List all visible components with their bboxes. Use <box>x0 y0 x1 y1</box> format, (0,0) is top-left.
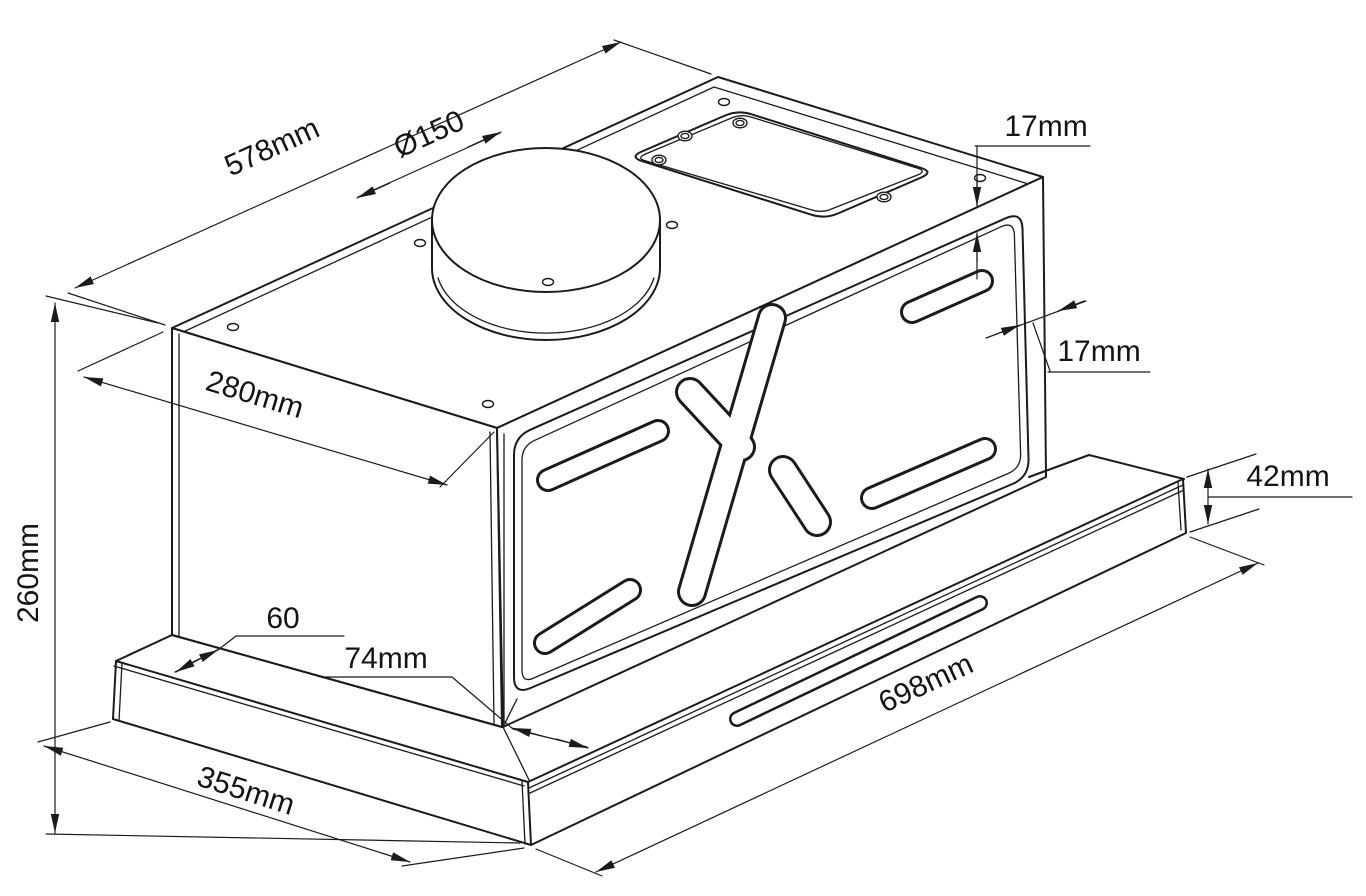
duct-collar <box>431 147 661 341</box>
dim-panel-side-inset: 17mm <box>985 300 1151 373</box>
access-panel <box>634 111 929 218</box>
dim-base-depth: 355mm <box>37 721 525 867</box>
dim-label-duct-diameter: Ø150 <box>389 104 469 164</box>
dim-label-body-width: 578mm <box>220 112 325 184</box>
dim-front-overhang: 74mm <box>319 642 589 749</box>
dim-label-panel-side-inset: 17mm <box>1057 335 1140 368</box>
vent-slots <box>533 269 997 655</box>
panel-screws <box>651 117 892 203</box>
dim-label-front-overhang: 74mm <box>344 642 427 675</box>
dim-label-side-overhang: 60 <box>266 602 299 635</box>
x-cutout <box>675 303 832 607</box>
dim-label-overall-height: 260mm <box>12 523 45 623</box>
dim-label-visor-height: 42mm <box>1246 460 1329 493</box>
front-panel <box>502 215 1030 783</box>
dim-side-overhang: 60 <box>174 602 345 673</box>
dim-label-panel-top-inset: 17mm <box>1004 110 1087 143</box>
dim-panel-top-inset: 17mm <box>972 110 1091 280</box>
dim-visor-height: 42mm <box>1186 453 1353 533</box>
